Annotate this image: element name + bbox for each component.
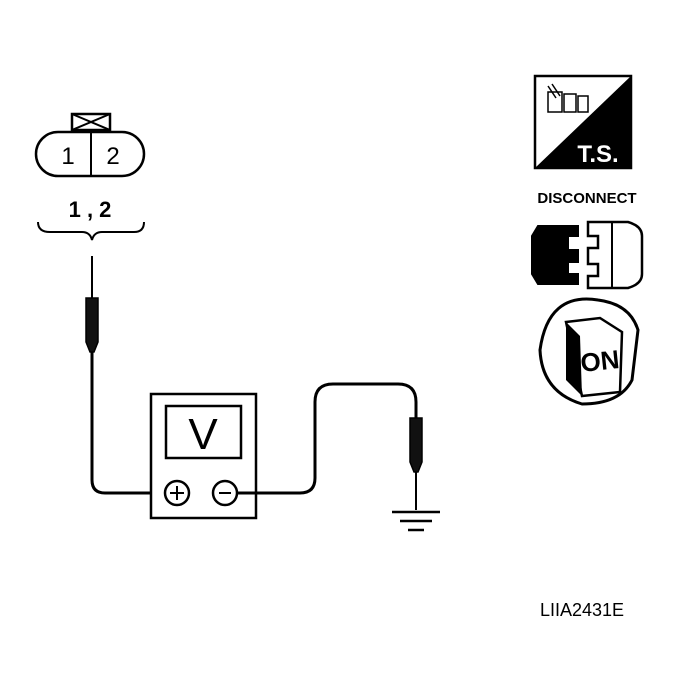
measure-brace [37,221,145,241]
meter-negative-terminal-icon [211,479,239,507]
ts-icon: T.S. [533,74,633,170]
connector-latch-icon [70,112,112,132]
connector-pin-2: 2 [106,143,119,170]
disconnect-connector-icon [531,220,644,290]
meter-positive-terminal-icon [163,479,191,507]
ts-label: T.S. [577,141,618,168]
figure-id: LIIA2431E [540,600,624,620]
meter-display-text: V [188,410,218,459]
disconnect-label: DISCONNECT [537,190,636,207]
ignition-key-icon: ON [538,297,640,406]
measure-pins-label: 1 , 2 [69,197,112,222]
voltmeter: V [149,392,258,520]
positive-probe [85,256,99,353]
connector: 1 2 [34,112,146,178]
connector-pin-1: 1 [61,143,74,170]
connector-plug-icon [547,83,589,113]
negative-probe [409,417,423,510]
negative-lead-wire [237,382,418,495]
ground-icon [392,510,440,532]
ignition-on-label: ON [579,344,621,378]
meter-display [164,404,243,460]
positive-lead-wire [90,352,165,495]
